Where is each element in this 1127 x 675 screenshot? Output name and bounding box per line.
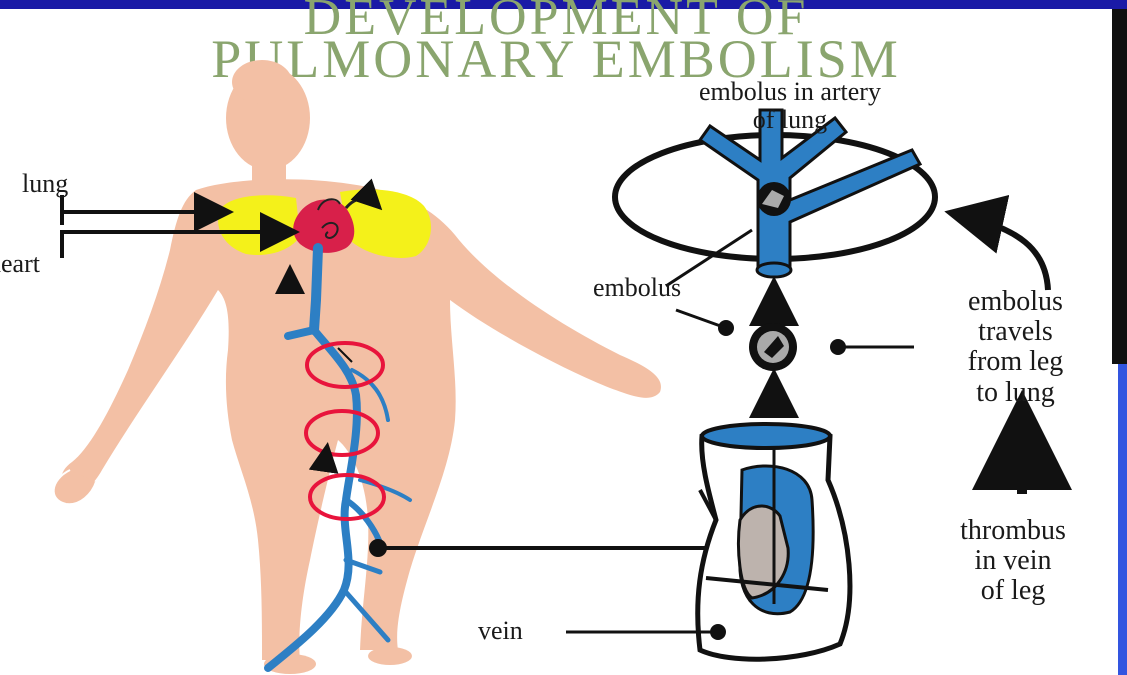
label-travels-line2: travels [918,317,1113,347]
label-vein: vein [478,617,523,645]
label-heart: heart [0,250,40,278]
label-thrombus-in-vein: thrombus in vein of leg [908,516,1118,607]
label-thrombus-line1: thrombus [908,516,1118,546]
label-embolus-in-artery-line1: embolus in artery [620,78,960,106]
human-body-figure [54,60,661,674]
lung-artery-illustration [615,110,935,277]
curved-arrow [956,214,1048,290]
label-embolus-in-artery-line2: of lung [620,106,960,134]
leg-to-vein-connector [369,539,760,557]
label-thrombus-line3: of leg [908,576,1118,606]
label-embolus-travels: embolus travels from leg to lung [918,287,1113,408]
label-thrombus-line2: in vein [908,546,1118,576]
vein-with-thrombus [566,424,850,659]
label-embolus: embolus [593,274,681,302]
label-travels-line3: from leg [918,347,1113,377]
label-travels-line1: embolus [918,287,1113,317]
body-silhouette [61,179,661,660]
label-embolus-in-artery: embolus in artery of lung [620,78,960,134]
label-travels-line4: to lung [918,378,1113,408]
label-lung: lung [22,170,68,198]
